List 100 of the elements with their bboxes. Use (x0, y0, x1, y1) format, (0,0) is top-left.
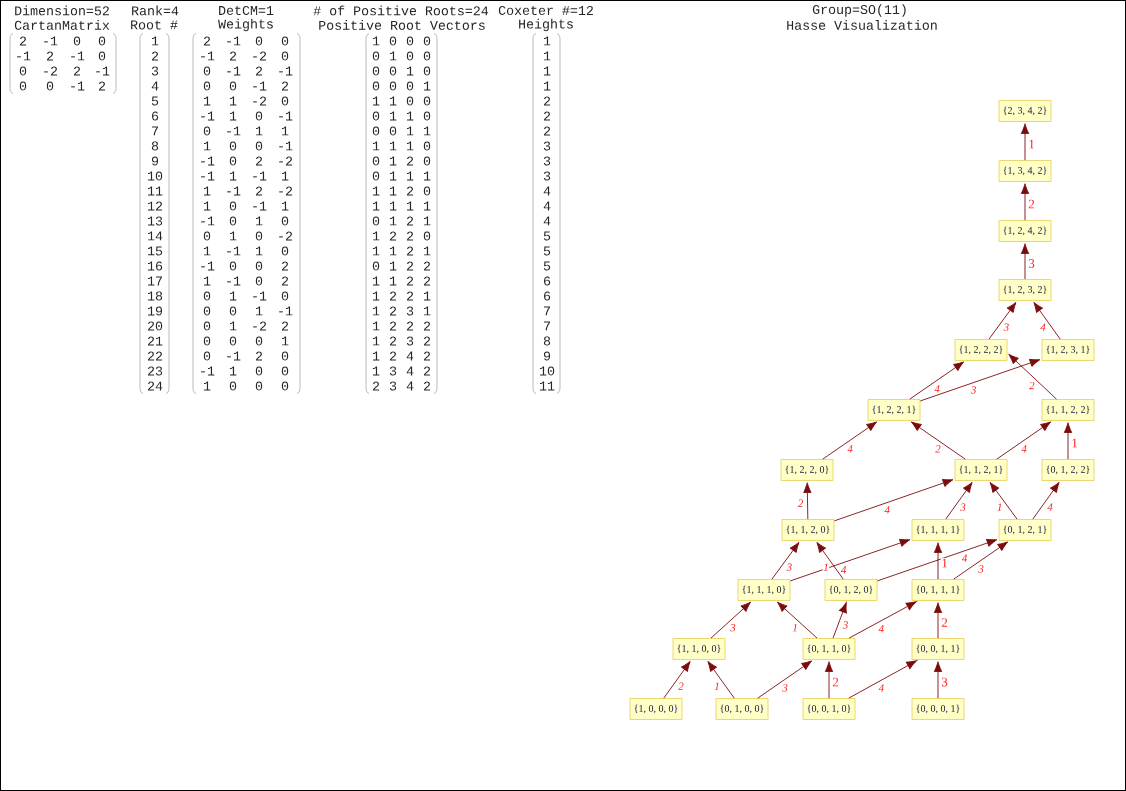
matrix-entry: 1 (230, 111, 237, 121)
matrix-entry: 2 (543, 96, 551, 106)
matrix-entry: 2 (406, 246, 414, 256)
edge-label: 1 (791, 623, 799, 632)
matrix-entry: 0 (423, 36, 431, 46)
matrix-entry: 0 (423, 51, 431, 61)
matrix-entry: 2 (255, 156, 263, 166)
matrix-entry: 3 (389, 366, 397, 376)
matrix-entry: 11 (148, 186, 163, 196)
info-text: Group=SO(11) (812, 4, 906, 17)
matrix-entry: 1 (230, 366, 237, 376)
root-box: {1, 2, 3, 1} (1041, 339, 1095, 361)
matrix-entry: -1 (201, 171, 215, 181)
matrix-entry: 2 (281, 261, 289, 271)
matrix-entry: 0 (281, 36, 289, 46)
matrix-entry: 4 (406, 381, 414, 391)
matrix-entry: -1 (279, 141, 293, 151)
matrix-entry: 1 (230, 291, 237, 301)
edge-label: 4 (878, 683, 885, 693)
matrix-entry: 2 (389, 231, 397, 241)
matrix-entry: 1 (372, 186, 380, 196)
matrix-entry: 1 (390, 111, 397, 121)
matrix-entry: -1 (279, 306, 293, 316)
matrix-entry: 9 (543, 351, 551, 361)
edge-label: 2 (1027, 199, 1036, 209)
arrow (996, 421, 1052, 460)
info-text: Rank=4 (132, 5, 179, 16)
matrix-entry: 0 (406, 81, 414, 91)
matrix-entry: -1 (279, 66, 293, 76)
matrix-entry: 2 (406, 291, 414, 301)
matrix-entry: 0 (255, 336, 263, 346)
matrix-entry: 1 (152, 36, 159, 46)
arrow (824, 661, 834, 699)
root-box: {0, 0, 0, 1} (911, 698, 965, 720)
matrix-entry: 0 (229, 261, 237, 271)
edge-label: 3 (1027, 258, 1036, 269)
matrix-entry: 2 (406, 321, 414, 331)
matrix-entry: 1 (204, 186, 211, 196)
matrix-entry: 1 (390, 156, 397, 166)
matrix-entry: 1 (256, 246, 263, 256)
arrow (933, 542, 943, 580)
arrow (707, 660, 735, 699)
matrix-entry: 0 (372, 261, 380, 271)
arrow (757, 660, 813, 699)
matrix-entry: 0 (423, 141, 431, 151)
matrix-entry: 2 (73, 66, 81, 76)
matrix-entry: 1 (544, 51, 551, 61)
info-text: Coxeter #=12 (498, 6, 593, 15)
matrix-entry: 4 (406, 351, 414, 361)
root-box: {0, 0, 1, 0} (802, 698, 856, 720)
matrix-entry: 1 (372, 276, 380, 286)
matrix-entry: 8 (151, 141, 159, 151)
matrix-entry: 1 (204, 246, 211, 256)
info-text: # of Positive Roots=24 (313, 5, 489, 16)
matrix-entry: 0 (255, 111, 263, 121)
edge-label: 4 (840, 565, 847, 575)
arrow (832, 602, 847, 639)
matrix-entry: 2 (406, 186, 414, 196)
matrix-entry: 1 (423, 306, 431, 316)
matrix-entry: 1 (407, 126, 414, 136)
matrix-entry: 20 (147, 321, 163, 331)
edge-label: 2 (797, 498, 804, 508)
matrix-entry: 1 (390, 201, 397, 211)
matrix-entry: 0 (203, 66, 211, 76)
matrix-entry: 0 (372, 216, 380, 226)
arrow (833, 478, 954, 522)
matrix-entry: 2 (406, 231, 414, 241)
matrix-entry: 1 (423, 81, 431, 91)
matrix-entry: 1 (423, 246, 431, 256)
matrix-entry: 0 (281, 366, 289, 376)
matrix-entry: 1 (372, 366, 380, 376)
matrix-entry: 0 (389, 81, 397, 91)
arrow (1032, 481, 1060, 520)
edge-label: 3 (970, 385, 977, 395)
matrix-entry: 0 (406, 96, 414, 106)
matrix-entry: 6 (544, 276, 551, 286)
matrix-entry: 2 (281, 81, 289, 91)
matrix-entry: 2 (389, 321, 397, 331)
matrix-entry: 0 (255, 276, 263, 286)
matrix-entry: 2 (46, 51, 54, 61)
matrix-entry: 17 (148, 276, 162, 286)
root-box: {0, 1, 0, 0} (715, 698, 769, 720)
matrix-entry: 10 (540, 366, 555, 376)
matrix-entry: 2 (151, 51, 159, 61)
matrix-entry: 3 (543, 171, 551, 181)
root-box: {1, 2, 2, 1} (867, 399, 921, 421)
matrix-entry: 2 (255, 186, 263, 196)
edge-label: 3 (977, 564, 985, 574)
root-box: {1, 1, 2, 1} (954, 459, 1008, 481)
edge-label: 2 (677, 681, 685, 691)
matrix-entry: 1 (390, 51, 397, 61)
matrix-entry: -1 (201, 216, 215, 226)
matrix-entry: 2 (406, 156, 414, 166)
matrix-entry: 1 (407, 141, 414, 151)
matrix-entry: 0 (281, 381, 289, 391)
matrix-entry: 1 (423, 126, 431, 136)
arrow (1020, 183, 1030, 221)
matrix-entry: 0 (281, 216, 289, 226)
matrix-entry: 4 (151, 81, 159, 91)
matrix-entry: 5 (543, 246, 551, 256)
